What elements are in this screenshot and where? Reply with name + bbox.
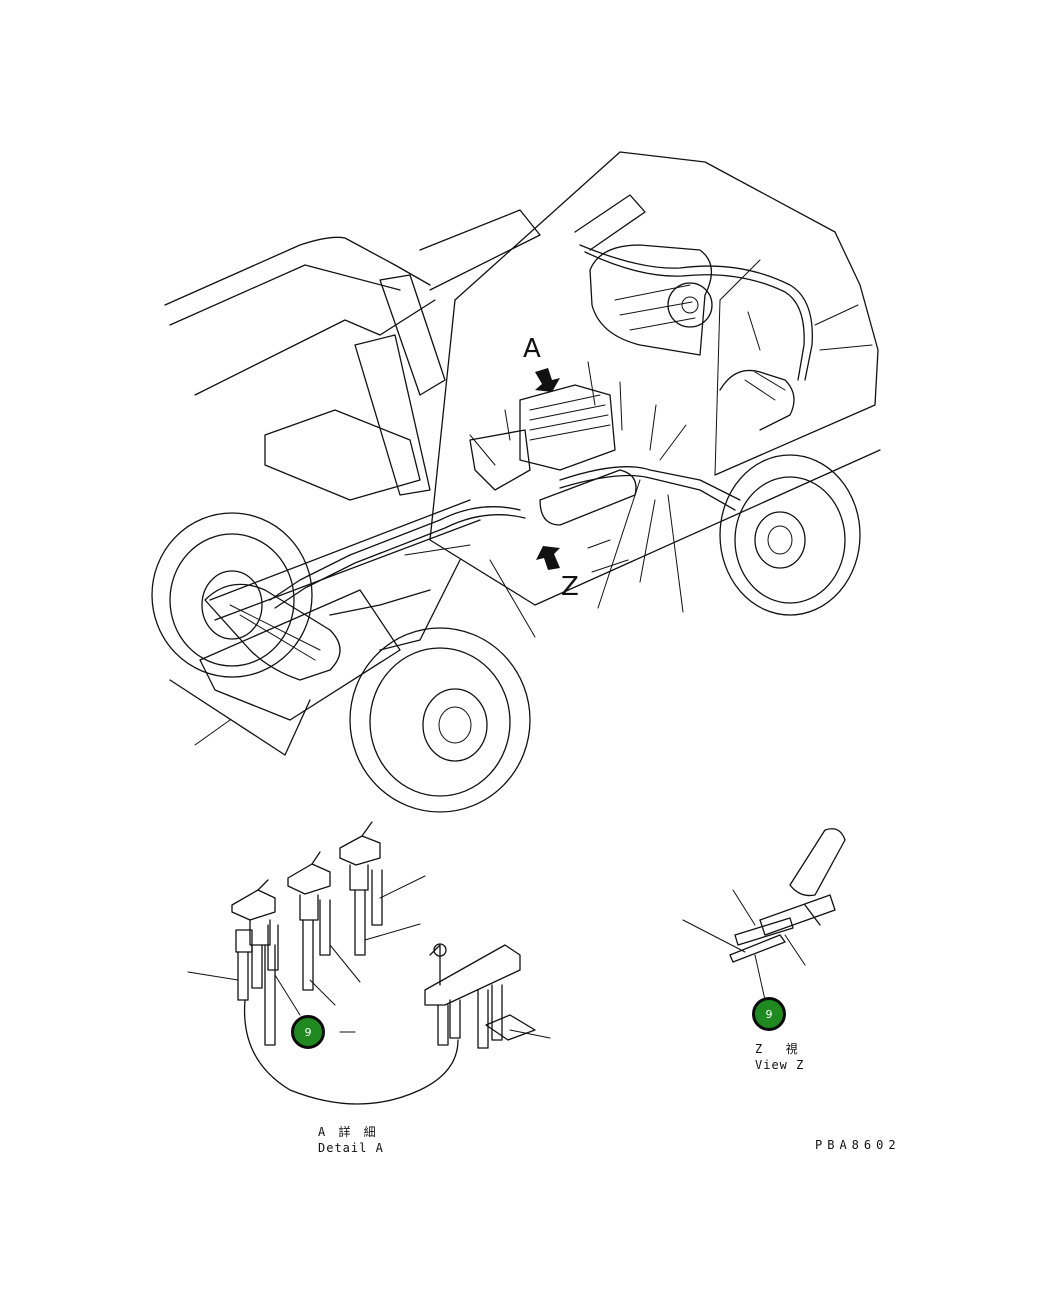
drawing-code: PBA8602	[815, 1138, 901, 1152]
detail-a-caption-en: Detail A	[318, 1141, 384, 1155]
arrow-z-label: Z	[561, 572, 579, 602]
detail-a-caption-jp: A 詳 細	[318, 1125, 379, 1139]
rear-right-wheel	[719, 454, 861, 616]
arrow-z-icon	[536, 546, 560, 570]
view-z-caption-jp: Z 視	[755, 1042, 801, 1056]
arrow-a-icon	[535, 368, 560, 392]
view-z-badge: 9	[752, 997, 786, 1031]
detail-a-drawing	[187, 821, 551, 1105]
view-z-caption-en: View Z	[755, 1058, 805, 1072]
detail-a-badge: 9	[291, 1015, 325, 1049]
arrow-a-label: A	[523, 334, 541, 364]
leader-lines	[404, 311, 761, 638]
machine-body	[164, 151, 881, 756]
front-right-wheel	[349, 627, 531, 813]
front-left-wheel	[151, 512, 313, 678]
view-z-drawing	[682, 828, 846, 1001]
